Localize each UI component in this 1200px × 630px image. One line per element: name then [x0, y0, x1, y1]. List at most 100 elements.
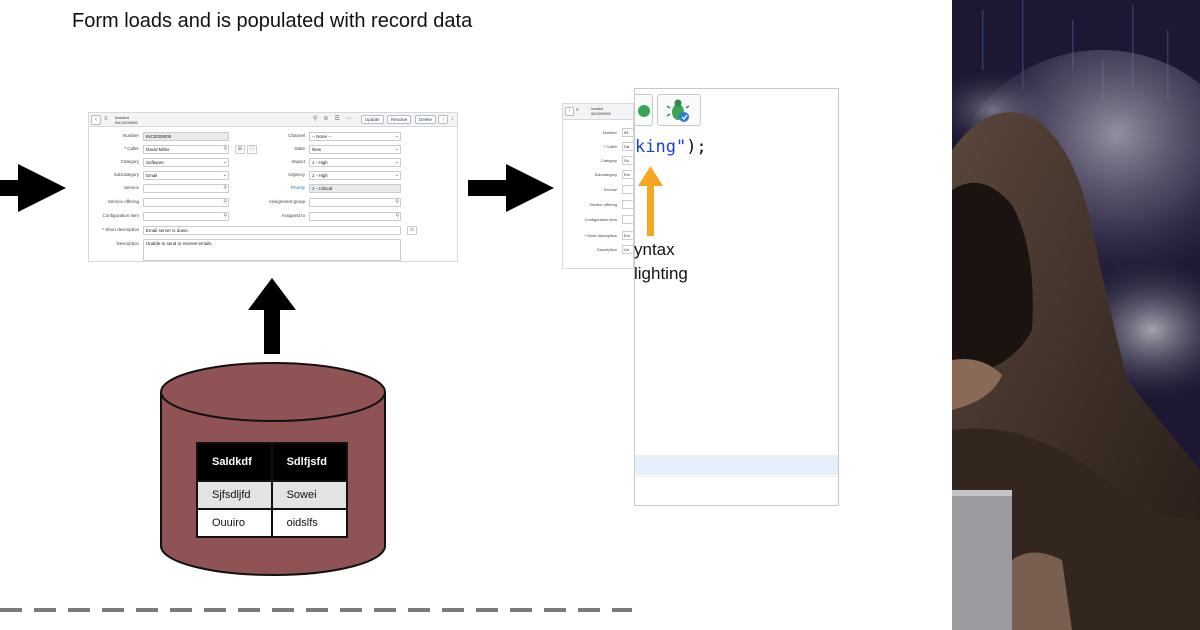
thumbnail-record-type: Incident [591, 107, 604, 111]
run-button[interactable] [635, 94, 653, 126]
assigned-to-label: Assigned to [281, 213, 305, 218]
table-row: Ouuiro oidslfs [196, 508, 349, 538]
thumb-label-caller: * Caller [604, 144, 617, 149]
caller-preview-icon[interactable]: ⓘ [247, 145, 257, 154]
activity-icon[interactable]: ≋ [323, 116, 335, 122]
chevron-down-icon: ⌄ [394, 159, 399, 165]
state-label: State [294, 146, 305, 151]
resolve-button[interactable]: Resolve [387, 115, 412, 124]
play-icon [638, 105, 650, 117]
bug-icon [666, 99, 690, 122]
hamburger-icon[interactable]: ≡ [104, 116, 108, 122]
thumb-field-configuration-item[interactable] [622, 215, 633, 224]
state-value: New [312, 147, 322, 152]
thumb-label-category: Category [600, 158, 617, 163]
thumb-label-caller-text: Caller [606, 144, 617, 149]
up-button[interactable]: ↑ [438, 115, 449, 124]
required-mark: * [584, 233, 587, 238]
number-label: Number [122, 133, 139, 138]
search-icon[interactable]: ⚲ [223, 146, 227, 152]
thumb-field-service[interactable] [622, 185, 633, 194]
channel-label: Channel [288, 133, 305, 138]
current-line-highlight [635, 455, 838, 475]
thumb-label-configuration-item: Configuration item [584, 217, 617, 222]
caller-label: * Caller [89, 146, 139, 151]
caller-label-text: Caller [127, 146, 139, 151]
chevron-left-icon[interactable]: ‹ [91, 115, 101, 125]
chevron-down-icon: ⌄ [222, 159, 227, 165]
down-icon[interactable]: ↓ [451, 116, 454, 122]
editor-toolbar [635, 89, 838, 129]
form-header: ‹ ≡ Incident INC0009005 ⚲≋☰⋯ Update Reso… [89, 113, 457, 127]
required-mark: * [102, 227, 106, 232]
table-cell: Ouuiro [196, 508, 273, 538]
thumb-field-caller[interactable]: Da [622, 142, 633, 151]
code-string: king" [635, 137, 687, 157]
impact-select[interactable]: 1 - High ⌄ [309, 158, 401, 167]
form-to-editor-arrow [468, 164, 554, 212]
settings-icon[interactable]: ☰ [334, 116, 346, 122]
service-label: Service [123, 185, 139, 190]
delete-button[interactable]: Delete [415, 115, 437, 124]
impact-label: Impact [291, 159, 305, 164]
number-field[interactable]: INC0009005 [143, 132, 229, 141]
priority-label[interactable]: Priority [290, 185, 305, 190]
channel-select[interactable]: -- None -- ⌄ [309, 132, 401, 141]
thumb-label-description: Description [596, 247, 617, 252]
chevron-left-icon[interactable]: ‹ [565, 107, 574, 116]
urgency-select[interactable]: 1 - High⌄ [309, 171, 401, 180]
update-button[interactable]: Update [361, 115, 384, 124]
caller-field[interactable]: David Miller⚲ [143, 145, 229, 154]
short-description-field[interactable]: Email server is down. [143, 226, 401, 235]
suggestion-icon[interactable]: ⊙ [407, 226, 417, 235]
table-cell: Sowei [270, 480, 349, 510]
channel-value: -- None -- [312, 134, 332, 139]
thumb-field-short-description[interactable]: Em [622, 231, 633, 240]
attachment-icon[interactable]: ⚲ [313, 116, 324, 122]
hooded-figure-image [952, 0, 1200, 630]
subcategory-select[interactable]: Email⌄ [143, 171, 229, 180]
thumb-field-description[interactable]: Un [622, 245, 633, 254]
short-description-label-text: Short description [105, 227, 139, 232]
urgency-value: 1 - High [312, 173, 328, 178]
thumb-field-subcategory[interactable]: Em [622, 170, 633, 179]
required-mark: * [603, 144, 607, 149]
thumb-label-short-description: * Short description [584, 233, 617, 238]
priority-field: 1 - Critical [309, 184, 401, 193]
orange-up-arrow [638, 166, 663, 236]
impact-value: 1 - High [312, 160, 328, 165]
code-line[interactable]: king"); [635, 137, 707, 157]
chevron-down-icon: ⌄ [394, 133, 399, 139]
thumb-label-subcategory: Subcategory [594, 172, 617, 177]
table-header-cell: Sdlfjsfd [270, 442, 349, 482]
thumb-field-number[interactable]: IN [622, 128, 633, 137]
search-icon[interactable]: ⚲ [395, 213, 399, 219]
table-cell: oidslfs [270, 508, 349, 538]
thumb-field-service-offering[interactable] [622, 200, 633, 209]
hamburger-icon[interactable]: ≡ [576, 107, 579, 113]
thumb-label-service: Service [603, 187, 617, 192]
search-icon[interactable]: ⚲ [223, 213, 227, 219]
service-field[interactable]: ⚲ [143, 184, 229, 193]
search-icon[interactable]: ⚲ [395, 199, 399, 205]
configuration-item-field[interactable]: ⚲ [143, 212, 229, 221]
thumb-field-category[interactable]: So [622, 156, 633, 165]
short-description-label: * Short description [89, 227, 139, 232]
caller-info-icon[interactable]: ⊞ [235, 145, 245, 154]
category-select[interactable]: Software⌄ [143, 158, 229, 167]
description-field[interactable]: Unable to send or receive emails. [143, 239, 401, 261]
database-to-form-arrow [248, 278, 296, 354]
state-select[interactable]: New⌄ [309, 145, 401, 154]
syntax-highlighting-annotation: yntax lighting [634, 238, 688, 286]
search-icon[interactable]: ⚲ [223, 199, 227, 205]
assignment-group-label: Assignment group [268, 199, 305, 204]
debug-button[interactable] [657, 94, 701, 126]
description-label: Description [116, 241, 139, 246]
editor-footer [635, 476, 838, 505]
more-icon[interactable]: ⋯ [345, 116, 358, 122]
assigned-to-field[interactable]: ⚲ [309, 212, 401, 221]
search-icon[interactable]: ⚲ [223, 185, 227, 191]
assignment-group-field[interactable]: ⚲ [309, 198, 401, 207]
service-offering-field[interactable]: ⚲ [143, 198, 229, 207]
subcategory-label: Subcategory [113, 172, 139, 177]
